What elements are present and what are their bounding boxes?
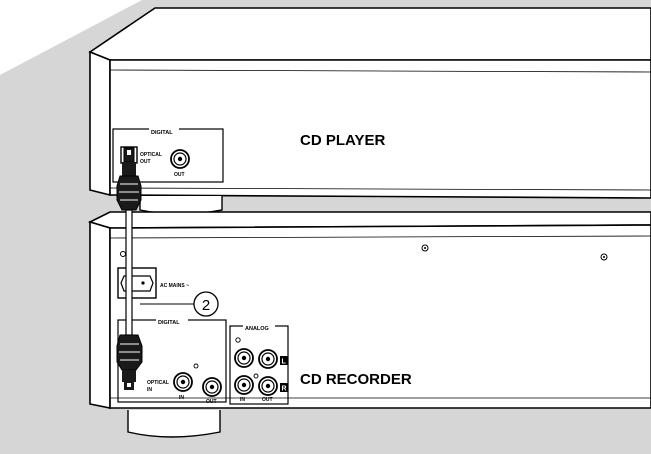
recorder-screw — [600, 253, 608, 261]
recorder-analog-label: ANALOG — [245, 326, 269, 332]
channel-left-label: L — [282, 359, 287, 366]
player-back-panel — [109, 59, 651, 199]
recorder-screw — [120, 251, 126, 257]
analog-in-left-jack[interactable] — [234, 348, 254, 368]
player-front-panel — [89, 50, 111, 197]
callout-circle — [193, 291, 219, 317]
optical-cable — [116, 147, 143, 390]
player-coax-out-jack[interactable] — [170, 149, 190, 169]
channel-left-badge — [280, 356, 288, 365]
player-title: CD PLAYER — [300, 132, 385, 149]
recorder-digital-label: DIGITAL — [158, 320, 180, 326]
player-coax-out-label: OUT — [174, 172, 185, 178]
cd-player-unit: DIGITAL DIGITAL OPTICAL OUT OUT CD PLAYE… — [88, 7, 651, 215]
recorder-front-panel — [89, 220, 111, 409]
player-optical-label-2: OUT — [140, 159, 151, 165]
player-optical-label-1: OPTICAL — [140, 152, 162, 158]
ac-mains-label: AC MAINS ~ — [160, 283, 189, 289]
analog-in-label: IN — [240, 397, 245, 403]
callout-number: 2 — [202, 297, 210, 314]
cd-recorder-unit: AC MAINS ~ 2 DIGITAL OPTICAL IN IN OUT A… — [87, 211, 651, 438]
analog-out-left-jack[interactable] — [258, 349, 278, 369]
player-digital-label-text: DIGITAL — [151, 130, 173, 136]
analog-out-label: OUT — [262, 397, 273, 403]
recorder-coax-out-jack[interactable] — [202, 377, 222, 397]
recorder-screw — [421, 244, 429, 252]
player-top-surface — [88, 7, 651, 61]
analog-out-right-jack[interactable] — [258, 376, 278, 396]
channel-right-label: R — [282, 386, 287, 393]
recorder-foot — [127, 410, 221, 438]
channel-right-badge — [280, 383, 288, 392]
recorder-optical-label-1: OPTICAL — [147, 380, 169, 386]
recorder-coax-out-label: OUT — [206, 399, 217, 405]
recorder-coax-in-jack[interactable] — [173, 372, 193, 392]
analog-in-right-jack[interactable] — [234, 375, 254, 395]
recorder-title: CD RECORDER — [300, 371, 412, 388]
recorder-coax-in-label: IN — [179, 395, 184, 401]
recorder-optical-label-2: IN — [147, 387, 152, 393]
